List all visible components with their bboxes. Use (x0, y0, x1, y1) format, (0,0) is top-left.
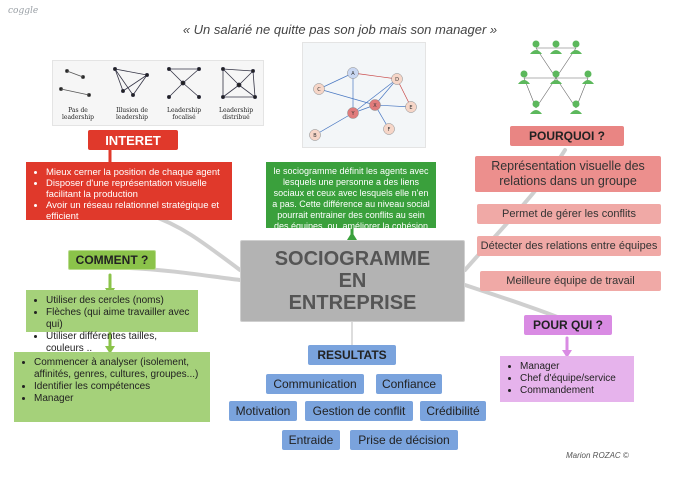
resultat-motivation: Motivation (229, 401, 297, 421)
interet-list: Mieux cerner la position de chaque agent… (26, 162, 232, 222)
node-y (347, 107, 359, 119)
arrow-down-pourqui (562, 350, 572, 358)
node-label-y: Y (350, 111, 355, 117)
comment-step: Manager (34, 393, 204, 405)
person-icon-6 (582, 70, 594, 84)
node-c (313, 83, 325, 95)
connector-interet (148, 213, 242, 272)
resultat-entraide: Entraide (282, 430, 340, 450)
leadership-image: Pas de leadership Illusion de leadership… (52, 60, 264, 126)
resultat-credibilite: Crédibilité (420, 401, 486, 421)
node-a (347, 67, 359, 79)
pourqui-title: POUR QUI ? (524, 315, 612, 335)
pourqui-item: Chef d'équipe/service (520, 373, 628, 385)
network-image: A B C D E F X Y (302, 42, 426, 148)
pourqui-item: Manager (520, 361, 628, 373)
person-icon-1 (530, 40, 542, 54)
resultat-communication: Communication (266, 374, 364, 394)
interet-title: INTERET (88, 130, 178, 150)
central-line-2: EN (338, 270, 367, 292)
pourquoi-item-conflits: Permet de gérer les conflits (477, 204, 661, 224)
leadership-diagrams (59, 67, 257, 100)
caption-leadership-distribue: Leadership distribué (218, 107, 254, 121)
resultat-gestion-de-conflit: Gestion de conflit (305, 401, 413, 421)
network-graph: A B C D E F X Y (309, 67, 417, 141)
pourqui-list: Manager Chef d'équipe/service Commandeme… (500, 356, 634, 402)
quote-title: « Un salarié ne quitte pas son job mais … (182, 22, 498, 37)
node-x (369, 99, 381, 111)
comment-item: Utiliser différentes tailles, couleurs .… (46, 331, 192, 355)
interet-item: Mieux cerner la position de chaque agent (46, 167, 226, 178)
comment-title: COMMENT ? (68, 250, 156, 270)
node-label-x: X (373, 103, 377, 109)
resultat-prise-de-decision: Prise de décision (350, 430, 458, 450)
resultat-confiance: Confiance (376, 374, 442, 394)
node-e (405, 101, 417, 113)
person-icon-4 (518, 70, 530, 84)
resultats-title: RESULTATS (308, 345, 396, 365)
person-icon-3 (570, 40, 582, 54)
comment-step: Commencer à analyser (isolement, affinit… (34, 357, 204, 381)
node-label-c: C (317, 87, 321, 93)
node-label-b: B (313, 133, 317, 139)
pourquoi-item-equipe: Meilleure équipe de travail (480, 271, 661, 291)
caption-pas-de-leadership: Pas de leadership (61, 107, 94, 121)
definition-text: le sociogramme définit les agents avec l… (266, 162, 436, 231)
node-label-d: D (395, 77, 399, 83)
node-f (383, 123, 395, 135)
comment-step: Identifier les compétences (34, 381, 204, 393)
person-icon-5 (550, 70, 562, 84)
central-line-1: SOCIOGRAMME (274, 248, 431, 270)
node-d (391, 73, 403, 85)
pourquoi-item-representation: Représentation visuelle des relations da… (475, 156, 661, 192)
people-network (518, 40, 594, 114)
signature: Marion ROZAC © (566, 451, 629, 460)
interet-item: Disposer d'une représentation visuelle f… (46, 178, 226, 200)
node-label-f: F (388, 127, 391, 133)
pourquoi-title: POURQUOI ? (510, 126, 624, 146)
coggle-logo: coggle (8, 6, 39, 16)
node-label-e: E (409, 105, 412, 111)
person-icon-2 (550, 40, 562, 54)
comment-item: Utiliser des cercles (noms) (46, 295, 192, 307)
arrow-up-definition (347, 232, 357, 240)
comment-steps-list: Commencer à analyser (isolement, affinit… (14, 352, 210, 422)
caption-leadership-focalise: Leadership focalisé (166, 107, 202, 121)
node-b (309, 129, 321, 141)
comment-list: Utiliser des cercles (noms) Flèches (qui… (26, 290, 198, 354)
pourqui-item: Commandement (520, 385, 628, 397)
arrow-down-steps (105, 346, 115, 354)
person-icon-7 (530, 100, 542, 114)
interet-item: Avoir un réseau relationnel stratégique … (46, 200, 226, 222)
comment-item: Flèches (qui aime travailler avec qui) (46, 307, 192, 331)
caption-illusion-de-leadership: Illusion de leadership (115, 107, 148, 121)
pourquoi-item-detecter: Détecter des relations entre équipes (477, 236, 661, 256)
central-topic[interactable]: SOCIOGRAMME EN ENTREPRISE (240, 240, 465, 322)
person-icon-8 (570, 100, 582, 114)
people-image (516, 38, 596, 118)
central-line-3: ENTREPRISE (288, 292, 417, 314)
node-label-a: A (351, 71, 355, 77)
